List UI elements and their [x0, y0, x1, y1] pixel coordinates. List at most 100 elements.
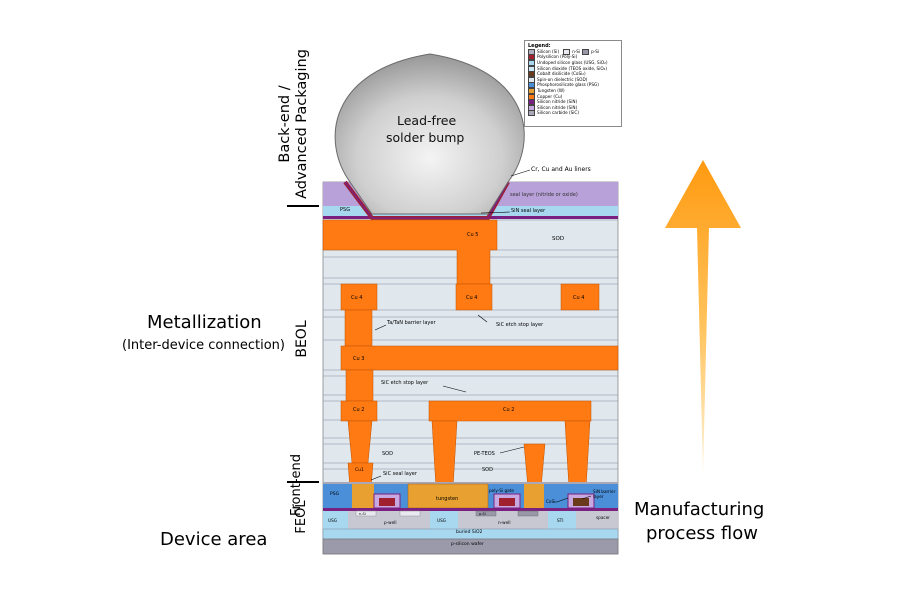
legend-item: Undoped silicon glass (USG, SiO₂) [528, 59, 618, 66]
callout-lines [370, 169, 592, 503]
p-si-a [475, 510, 497, 517]
legend-item: Silicon dioxide (TEOS oxide, SiO₂) [528, 65, 618, 72]
legend-label: n-Si [572, 48, 581, 54]
cu4-label-b: Cu 4 [466, 295, 478, 301]
legend-swatch [582, 48, 590, 55]
tungsten-main [407, 483, 489, 509]
legend-label: Copper (Cu) [537, 93, 563, 99]
usg-left [323, 511, 348, 529]
cu4-label-a: Cu 4 [351, 295, 363, 301]
tungsten-left [352, 484, 374, 508]
legend-label: Silicon dioxide (TEOS oxide, SiO₂) [537, 65, 607, 71]
process-flow-label: process flow [646, 523, 758, 544]
liner-callout: Cr, Cu and Au liners [531, 166, 591, 173]
silicon-active [323, 511, 618, 529]
legend-swatch [528, 76, 535, 83]
sti-label: STI [557, 518, 564, 523]
legend-label: p-Si [591, 48, 600, 54]
cu2-label-a: Cu 2 [353, 407, 365, 413]
cu2-via-right [564, 420, 591, 489]
sic-etch-label-1: SiC etch stop layer [496, 322, 544, 328]
cu1-label: Cu1 [355, 468, 364, 473]
legend-item: Silicon nitride (SiN) [528, 104, 618, 111]
usg-2-label: USG [437, 518, 446, 523]
p-si-label: p-Si [479, 512, 486, 516]
spacer-label: spacer [596, 515, 611, 520]
cu2-label-b: Cu 2 [503, 407, 515, 413]
sic-etch-label-2: SiC etch stop layer [381, 380, 429, 386]
sin-barrier-label: SiN barrier layer [593, 489, 616, 499]
legend-item: Silicon nitride (SiN) [528, 99, 618, 106]
psg-low-label: PSG [330, 492, 340, 497]
cu4-via [344, 309, 373, 347]
cu3-copper [340, 345, 619, 371]
legend-swatch [528, 99, 535, 106]
p-silicon-wafer-label: p-silicon wafer [451, 542, 484, 547]
legend-swatch [528, 71, 535, 78]
transistor-gates [373, 493, 595, 509]
legend-swatch [528, 65, 535, 72]
usg-1-label: USG [328, 518, 337, 523]
cu3-label: Cu 3 [353, 356, 365, 362]
legend-item: Spin-on dielectric (SOD) [528, 76, 618, 83]
legend-label: Silicon nitride (SiN) [537, 99, 578, 105]
sod-low-label: SOD [382, 451, 393, 457]
legend-label: Spin-on dielectric (SOD) [537, 76, 588, 82]
cosi2-label: CoSi₂ [546, 499, 557, 504]
p-silicon-wafer [322, 538, 619, 555]
legend-label: Silicon nitride (SiN) [537, 104, 578, 110]
sic-seal-line [323, 482, 618, 484]
legend-label: Polysilicon (Poly-Si) [537, 54, 578, 60]
legend-swatch [528, 48, 535, 55]
bump-label-1: Lead-free [397, 113, 457, 128]
cu3-via [345, 369, 374, 402]
sic-seal-label: SiC seal layer [383, 471, 417, 477]
cu4-label-c: Cu 4 [573, 295, 585, 301]
legend-swatch [528, 110, 535, 117]
back-end-divider [287, 205, 319, 207]
cu2-via-mid [431, 420, 458, 489]
legend-swatch [528, 87, 535, 94]
polysi-gate-label: poly-Si gate [489, 488, 514, 493]
cu1-via-a [523, 443, 546, 489]
solder-bump [334, 53, 525, 215]
legend-swatch [528, 93, 535, 100]
pe-teos-label: PE-TEOS [474, 451, 495, 457]
cu4-right [560, 283, 600, 311]
legend-item: Cobalt disilicide (CoSi₂) [528, 71, 618, 78]
legend-item: Copper (Cu) [528, 93, 618, 100]
sti-right [548, 511, 576, 529]
legend-swatch [528, 59, 535, 66]
legend-label: Cobalt disilicide (CoSi₂) [537, 71, 586, 77]
p-well-label: p-well [384, 520, 397, 525]
bump-pad-liner-dark [344, 181, 509, 219]
cu2-via-left [347, 420, 373, 464]
n-si-b [399, 510, 421, 517]
usg-mid [430, 511, 458, 529]
n-well-label: n-well [498, 520, 511, 525]
bump-label-2: solder bump [386, 130, 465, 145]
legend-label: Silicon (Si) [537, 48, 560, 54]
cu4-middle [455, 283, 493, 311]
metallization-label: Metallization [147, 312, 262, 333]
legend-title: Legend: [528, 43, 551, 49]
legend-item: Silicon (Si) n-Si p-Si [528, 48, 618, 55]
legend-label: Undoped silicon glass (USG, SiO₂) [537, 59, 608, 65]
front-end-divider [287, 481, 319, 483]
legend-swatch [528, 104, 535, 111]
legend-label: Tungsten (W) [537, 87, 565, 93]
sod-label: SOD [552, 236, 565, 242]
legend-item: Tungsten (W) [528, 87, 618, 94]
legend-swatch [563, 48, 571, 55]
legend-label: Silicon carbide (SiC) [537, 110, 579, 116]
tatan-label: Ta/TaN barrier layer [387, 320, 436, 326]
device-area-label: Device area [160, 529, 268, 550]
psg-label: PSG [340, 207, 351, 213]
tungsten-right [524, 484, 544, 508]
seal-layer-label: seal layer (nitride or oxide) [510, 192, 578, 198]
cu5-label: Cu 5 [467, 232, 479, 238]
n-si-label: n-Si [359, 512, 366, 516]
